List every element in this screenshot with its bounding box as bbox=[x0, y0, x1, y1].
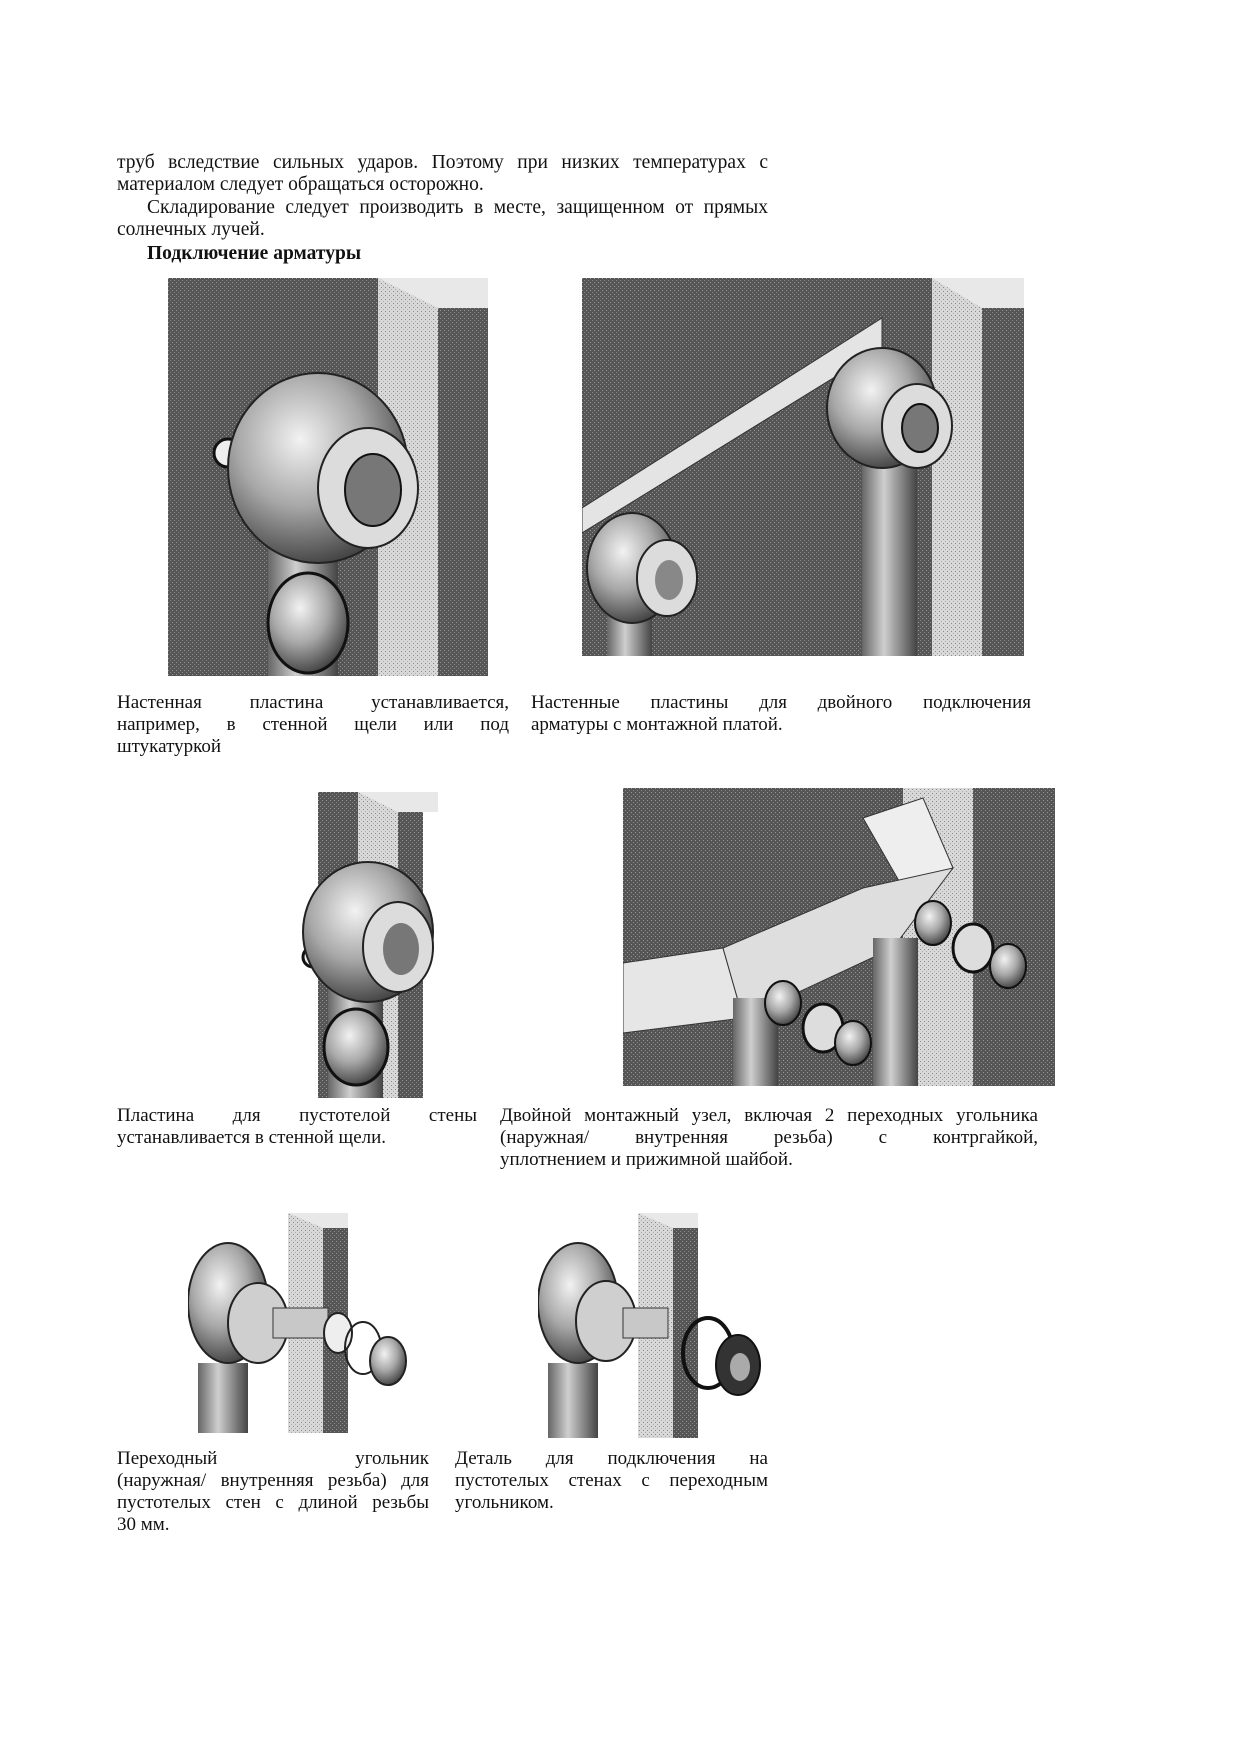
caption-fig5: Переходный угольник (наружная/ внутрення… bbox=[117, 1448, 429, 1536]
double-wall-plate-mounting-rail-illustration bbox=[582, 278, 1024, 656]
caption-line: Двойной монтажный узел, включая 2 перехо… bbox=[500, 1105, 1038, 1126]
hollow-wall-plate-illustration bbox=[301, 792, 438, 1098]
caption-line: пустотелых стенах с переходным bbox=[455, 1470, 768, 1491]
caption-fig6: Деталь для подключения на пустотелых сте… bbox=[455, 1448, 768, 1514]
caption-line: 30 мм. bbox=[117, 1514, 170, 1535]
figure-hollow-wall-plate bbox=[278, 792, 460, 1098]
paragraph-line: Складирование следует производить в мест… bbox=[147, 197, 768, 218]
paragraph-line: солнечных лучей. bbox=[117, 219, 265, 240]
paragraph-line: труб вследствие сильных ударов. Поэтому … bbox=[117, 152, 768, 173]
paragraph-line: материалом следует обращаться осторожно. bbox=[117, 174, 484, 195]
caption-line: устанавливается в стенной щели. bbox=[117, 1127, 387, 1148]
figure-hollow-wall-connection bbox=[538, 1213, 778, 1438]
caption-line: Пластина для пустотелой стены bbox=[117, 1105, 477, 1126]
caption-fig4: Двойной монтажный узел, включая 2 перехо… bbox=[500, 1105, 1038, 1171]
figure-wall-plate bbox=[168, 278, 488, 676]
caption-line: Настенная пластина устанавливается, bbox=[117, 692, 509, 713]
caption-line: уплотнением и прижимной шайбой. bbox=[500, 1149, 793, 1170]
caption-line: арматуры с монтажной платой. bbox=[531, 714, 783, 735]
caption-fig3: Пластина для пустотелой стены устанавлив… bbox=[117, 1105, 477, 1149]
caption-line: пустотелых стен с длиной резьбы bbox=[117, 1492, 429, 1513]
figure-adapter-elbow bbox=[188, 1213, 418, 1433]
caption-fig1: Настенная пластина устанавливается, напр… bbox=[117, 692, 509, 758]
caption-line: Переходный угольник bbox=[117, 1448, 429, 1469]
caption-line: (наружная/ внутренняя резьба) для bbox=[117, 1470, 429, 1491]
caption-fig2: Настенные пластины для двойного подключе… bbox=[531, 692, 1031, 736]
caption-line: Настенные пластины для двойного подключе… bbox=[531, 692, 1031, 713]
section-heading: Подключение арматуры bbox=[147, 243, 362, 264]
caption-line: Деталь для подключения на bbox=[455, 1448, 768, 1469]
wall-plate-elbow-illustration bbox=[168, 278, 488, 676]
caption-line: (наружная/ внутренняя резьба) с контргай… bbox=[500, 1127, 1038, 1148]
caption-line: например, в стенной щели или под bbox=[117, 714, 509, 735]
caption-line: штукатуркой bbox=[117, 736, 222, 757]
adapter-elbow-illustration bbox=[188, 1213, 407, 1433]
double-mounting-unit-illustration bbox=[623, 788, 1055, 1086]
caption-line: угольником. bbox=[455, 1492, 554, 1513]
figure-double-mounting-unit bbox=[623, 788, 1055, 1086]
figure-double-wall-plate bbox=[582, 278, 1024, 656]
hollow-wall-connection-detail-illustration bbox=[538, 1213, 761, 1438]
